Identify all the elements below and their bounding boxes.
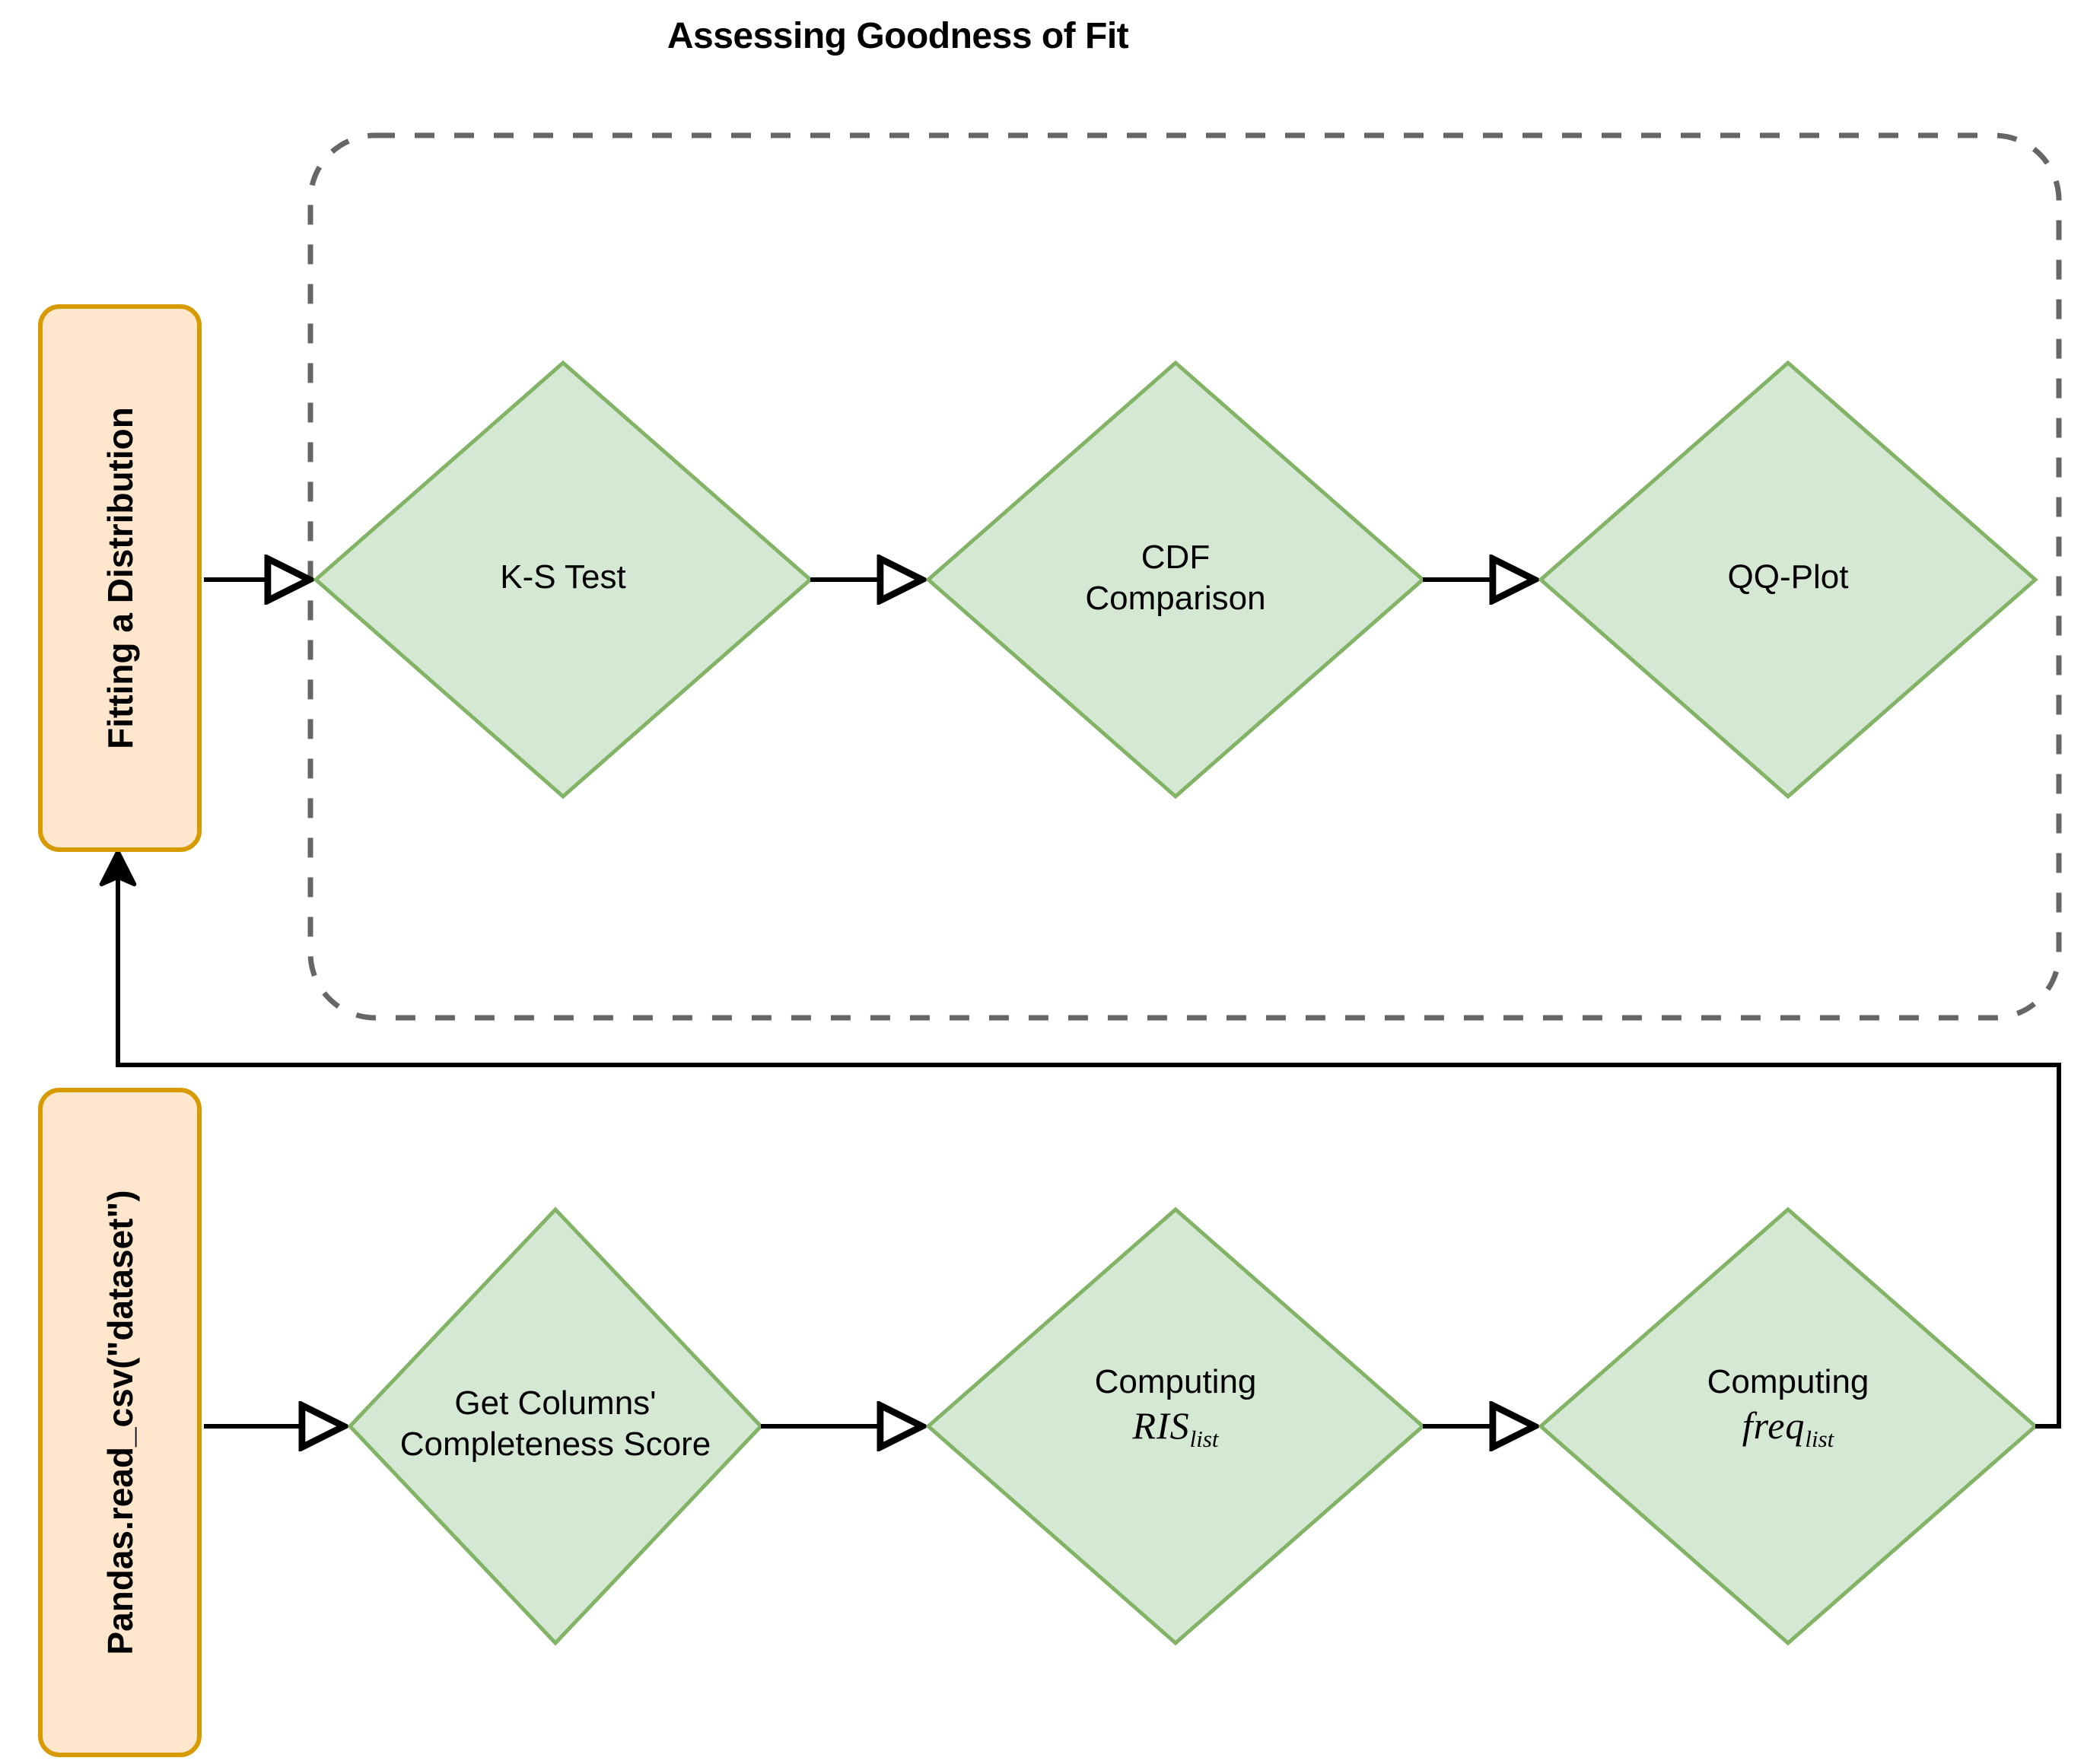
node-computing-ris[interactable] (925, 1206, 1426, 1646)
node-computing-freq[interactable] (1538, 1206, 2038, 1646)
page-title: Assessing Goodness of Fit (667, 16, 1129, 56)
lane-fitting-a-distribution[interactable]: Fitting a Distribution (38, 304, 202, 852)
edge-freq-to-fitting-feedback (99, 850, 2061, 1429)
node-completeness-score[interactable] (347, 1206, 764, 1646)
lane-pandas-read-csv[interactable]: Pandas.read_csv("dataset") (38, 1088, 202, 1757)
node-ks-test[interactable] (313, 360, 813, 799)
node-qq-plot[interactable] (1538, 360, 2038, 799)
node-cdf-comparison[interactable] (925, 360, 1426, 799)
lane-fitting-label: Fitting a Distribution (100, 407, 140, 749)
lane-loading-label: Pandas.read_csv("dataset") (100, 1190, 140, 1655)
